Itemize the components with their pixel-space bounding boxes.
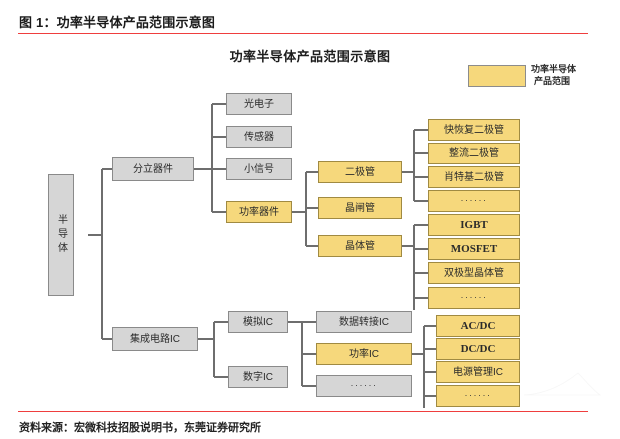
connector-lines [88, 103, 436, 408]
legend-label-line1: 功率半导体 [531, 64, 577, 74]
node-optoelectronics[interactable]: 光电子 [226, 93, 292, 115]
node-transistor[interactable]: 晶体管 [318, 235, 402, 257]
node-analog-ic[interactable]: 模拟IC [228, 311, 288, 333]
node-schottky-diode[interactable]: 肖特基二极管 [428, 166, 520, 188]
node-bipolar-transistor[interactable]: 双极型晶体管 [428, 262, 520, 284]
top-divider-rule [18, 33, 588, 34]
node-power-management-ic[interactable]: 电源管理IC [436, 361, 520, 383]
legend-label-line2: 产品范围 [534, 76, 571, 86]
node-root-semiconductor[interactable]: 半导体 [48, 174, 74, 296]
node-fast-recovery-diode[interactable]: 快恢复二极管 [428, 119, 520, 141]
node-ac-dc[interactable]: AC/DC [436, 315, 520, 337]
node-digital-ic[interactable]: 数字IC [228, 366, 288, 388]
node-diode[interactable]: 二极管 [318, 161, 402, 183]
node-thyristor[interactable]: 晶闸管 [318, 197, 402, 219]
diagram-title: 功率半导体产品范围示意图 [229, 49, 391, 64]
node-discrete-device[interactable]: 分立器件 [112, 157, 194, 181]
diagram-canvas: 功率半导体产品范围示意图 [0, 38, 620, 408]
node-analog-ic-more[interactable]: ······ [316, 375, 412, 397]
figure-source: 资料来源：宏微科技招股说明书，东莞证券研究所 [19, 422, 261, 434]
node-diode-more[interactable]: ······ [428, 190, 520, 212]
figure-caption: 图 1：功率半导体产品范围示意图 [19, 15, 216, 30]
node-transistor-more[interactable]: ······ [428, 287, 520, 309]
node-sensor[interactable]: 传感器 [226, 126, 292, 148]
node-power-ic-more[interactable]: ······ [436, 385, 520, 407]
node-integrated-circuit[interactable]: 集成电路IC [112, 327, 198, 351]
bottom-divider-rule [18, 411, 588, 412]
node-power-ic[interactable]: 功率IC [316, 343, 412, 365]
node-rectifier-diode[interactable]: 整流二极管 [428, 143, 520, 164]
node-igbt[interactable]: IGBT [428, 214, 520, 236]
node-power-device[interactable]: 功率器件 [226, 201, 292, 223]
node-mosfet[interactable]: MOSFET [428, 238, 520, 260]
node-data-converter-ic[interactable]: 数据转接IC [316, 311, 412, 333]
node-small-signal[interactable]: 小信号 [226, 158, 292, 180]
node-dc-dc[interactable]: DC/DC [436, 338, 520, 360]
legend-color-swatch [468, 65, 526, 87]
